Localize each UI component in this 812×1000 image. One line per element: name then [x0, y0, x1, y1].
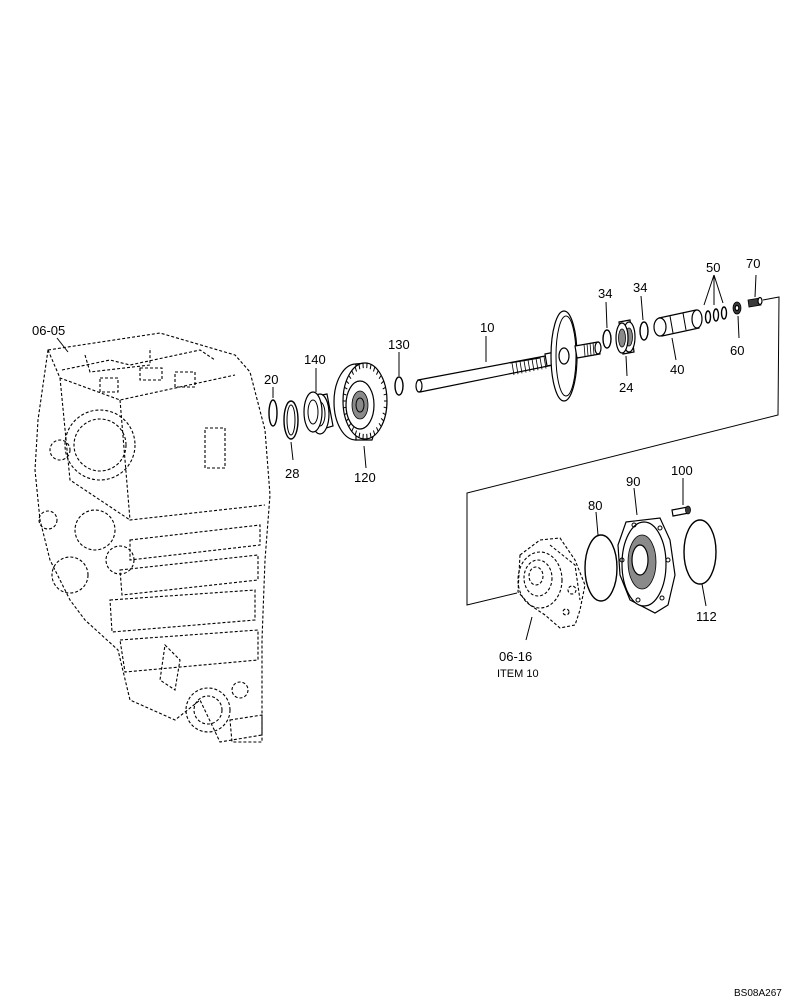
transmission-housing	[34, 332, 271, 743]
part-120-gear	[333, 362, 388, 469]
label-112: 112	[696, 609, 717, 624]
label-06-16: 06-16	[499, 649, 532, 664]
label-20: 20	[264, 372, 278, 387]
label-10: 10	[480, 320, 494, 335]
gear-teeth	[343, 363, 387, 439]
part-10-shaft	[415, 310, 602, 402]
part-70-fitting	[747, 274, 763, 308]
label-40: 40	[670, 362, 684, 377]
part-20-snap-ring	[268, 387, 278, 427]
part-100-bolt	[671, 478, 691, 517]
label-60: 60	[730, 343, 744, 358]
label-34-a: 34	[598, 286, 612, 301]
part-50-rings	[703, 274, 728, 324]
part-60-nut	[732, 301, 742, 339]
part-140-bearing	[303, 368, 334, 435]
label-130: 130	[388, 337, 410, 352]
part-90-cover	[617, 487, 676, 614]
label-50: 50	[706, 260, 720, 275]
subassembly-frame	[466, 296, 780, 606]
label-140: 140	[304, 352, 326, 367]
part-40-sleeve	[653, 309, 703, 361]
part-130-ring	[394, 352, 404, 396]
shaft-spline	[511, 356, 547, 376]
part-34-snap-ring-b	[639, 295, 649, 341]
label-item-10: ITEM 10	[497, 668, 539, 680]
part-80-gasket	[584, 511, 618, 602]
label-24: 24	[619, 380, 633, 395]
label-80: 80	[588, 498, 602, 513]
label-70: 70	[746, 256, 760, 271]
label-28: 28	[285, 466, 299, 481]
leader-06-05	[56, 337, 69, 353]
label-06-05: 06-05	[32, 323, 65, 338]
part-28-washer	[283, 400, 299, 461]
label-120: 120	[354, 470, 376, 485]
part-112-o-ring	[683, 519, 717, 607]
label-100: 100	[671, 463, 693, 478]
label-34-b: 34	[633, 280, 647, 295]
drawing-code: BS08A267	[734, 988, 782, 999]
part-34-snap-ring-a	[602, 301, 612, 349]
pump-assembly-06-16	[517, 537, 586, 641]
part-24-bearing	[615, 319, 636, 377]
label-90: 90	[626, 474, 640, 489]
